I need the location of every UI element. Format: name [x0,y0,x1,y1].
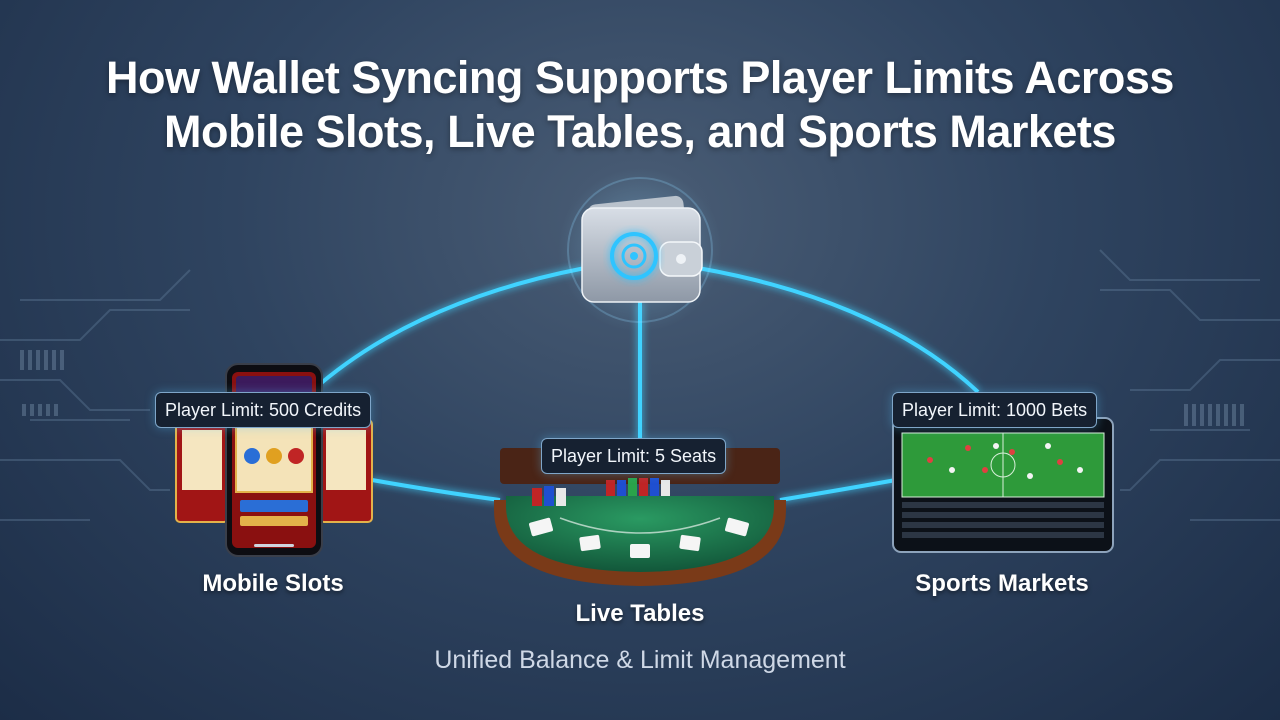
connector-lines [318,266,980,502]
connector-wallet-to-sports [697,266,980,394]
wallet-icon [558,168,722,332]
chip-stacks [532,478,670,506]
circuit-bars-left [20,350,64,416]
tables-label: Live Tables [575,600,705,627]
title-line-1: How Wallet Syncing Supports Player Limit… [106,52,1174,103]
connector-tables-to-sports [779,478,897,502]
slots-label: Mobile Slots [202,570,344,597]
football-pitch-screen-icon [892,417,1114,553]
title-line-2: Mobile Slots, Live Tables, and Sports Ma… [164,106,1116,157]
sports-label: Sports Markets [915,570,1089,597]
circuit-pattern-right [1099,249,1280,521]
circuit-bars-right [1184,404,1244,426]
footer-caption: Unified Balance & Limit Management [434,646,846,674]
connector-wallet-to-slots [318,266,586,386]
sports-limit-badge: Player Limit: 1000 Bets [892,392,1098,428]
slots-limit-badge: Player Limit: 500 Credits [155,392,372,428]
circuit-pattern-left [0,269,191,521]
connector-slots-to-tables [371,478,501,502]
tables-limit-badge: Player Limit: 5 Seats [541,438,727,474]
